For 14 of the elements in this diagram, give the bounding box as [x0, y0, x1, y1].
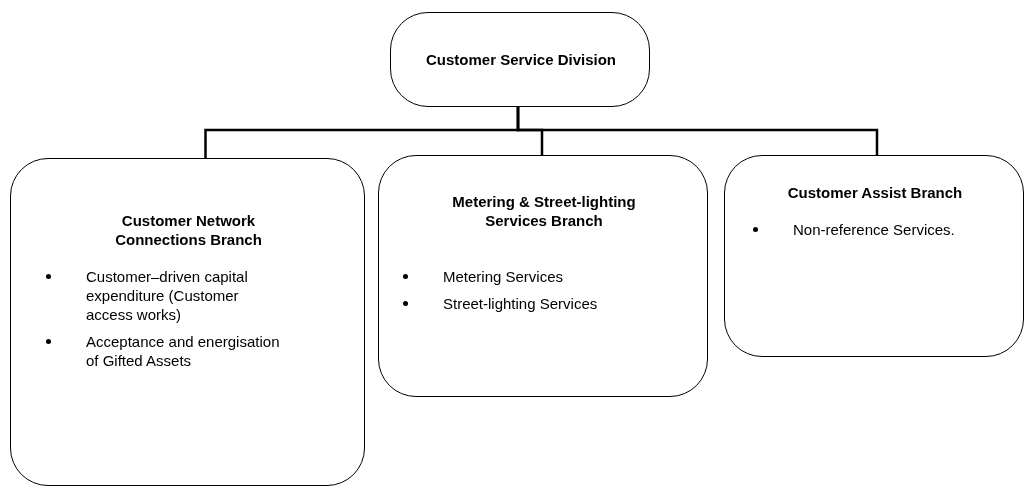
branch-title: Customer Network Connections Branch — [114, 211, 263, 249]
branch-box — [378, 155, 708, 397]
bullet-text: Metering Services — [443, 268, 564, 285]
branch-title: Customer Assist Branch — [786, 183, 964, 202]
bullet-text: Acceptance and energisation of Gifted Assets — [86, 333, 280, 369]
bullet-text: Street-lighting Services — [443, 295, 598, 312]
division-box — [390, 12, 650, 107]
division-title: Customer Service Division — [424, 50, 618, 69]
connector-line — [516, 107, 879, 155]
branch-box — [10, 158, 365, 486]
branch-box — [724, 155, 1024, 357]
branch-title: Metering & Street-lighting Services Branch — [451, 192, 637, 230]
bullet-text: Non-reference Services. — [793, 221, 955, 238]
bullet-text: Customer–driven capital expenditure (Customer access works) — [86, 268, 248, 323]
